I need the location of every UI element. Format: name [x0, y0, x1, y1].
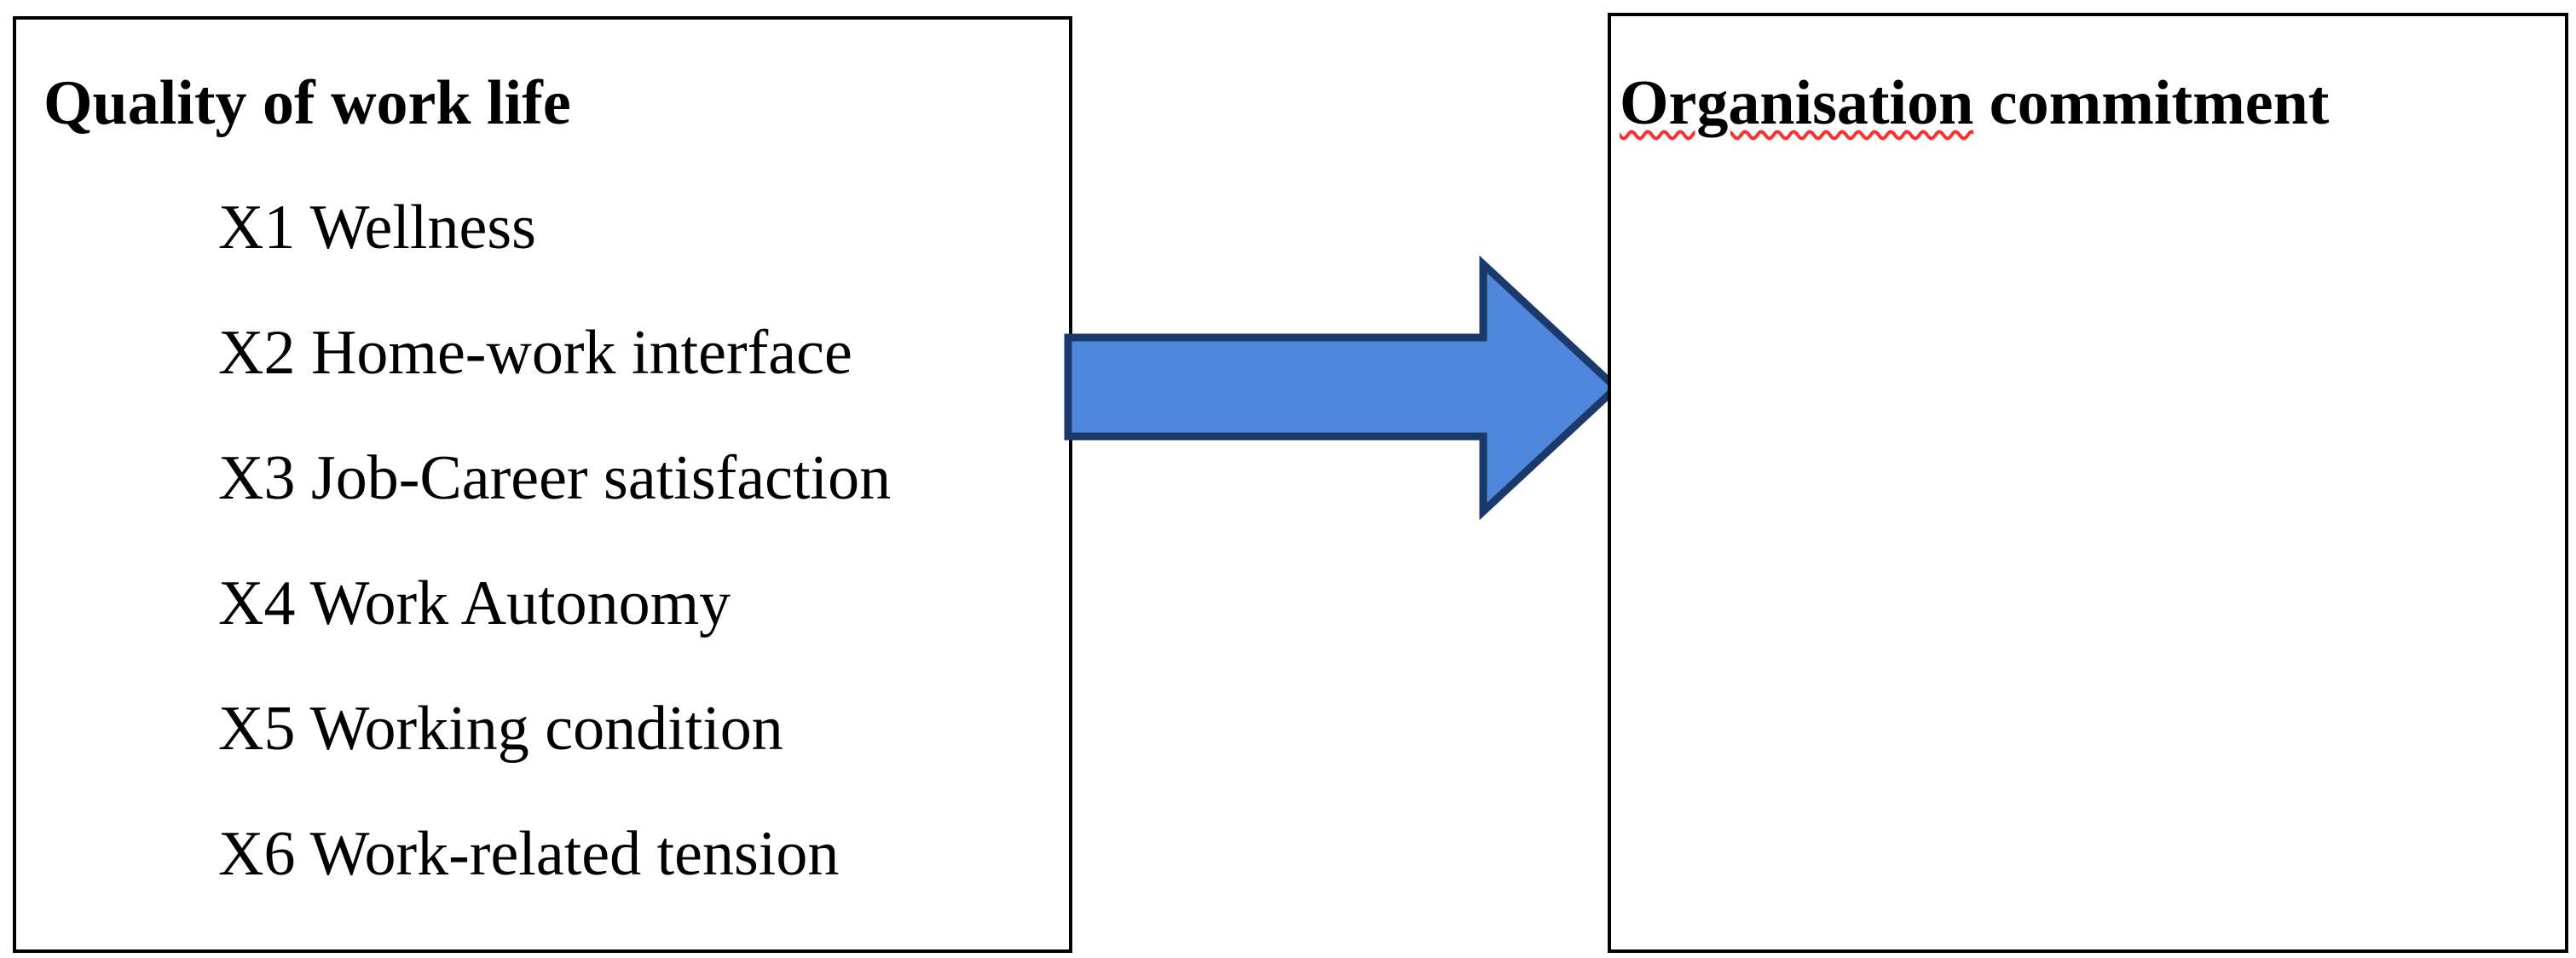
list-item-x3: X3 Job-Career satisfaction — [218, 442, 892, 513]
list-item-x5: X5 Working condition — [218, 693, 783, 764]
list-item-x1: X1 Wellness — [218, 192, 536, 263]
list-item-x4: X4 Work Autonomy — [218, 568, 731, 638]
left-box-title: Quality of work life — [43, 68, 571, 138]
right-arrow-shape — [1064, 256, 1622, 521]
right-arrow-icon — [1064, 256, 1622, 521]
quality-of-work-life-box: Quality of work life X1 Wellness X2 Home… — [13, 16, 1072, 953]
dimension-list: X1 Wellness X2 Home-work interface X3 Jo… — [218, 165, 1043, 917]
list-item-x2: X2 Home-work interface — [218, 317, 852, 388]
right-arrow-connector — [1064, 256, 1626, 528]
right-box-title-rest: commitment — [1973, 68, 2330, 138]
right-box-title: Organisation commitment — [1620, 64, 2548, 143]
organisation-commitment-box: Organisation commitment — [1608, 13, 2568, 953]
spellcheck-flagged-word: Organisation — [1620, 68, 1974, 138]
list-item-x6: X6 Work-related tension — [218, 818, 840, 889]
